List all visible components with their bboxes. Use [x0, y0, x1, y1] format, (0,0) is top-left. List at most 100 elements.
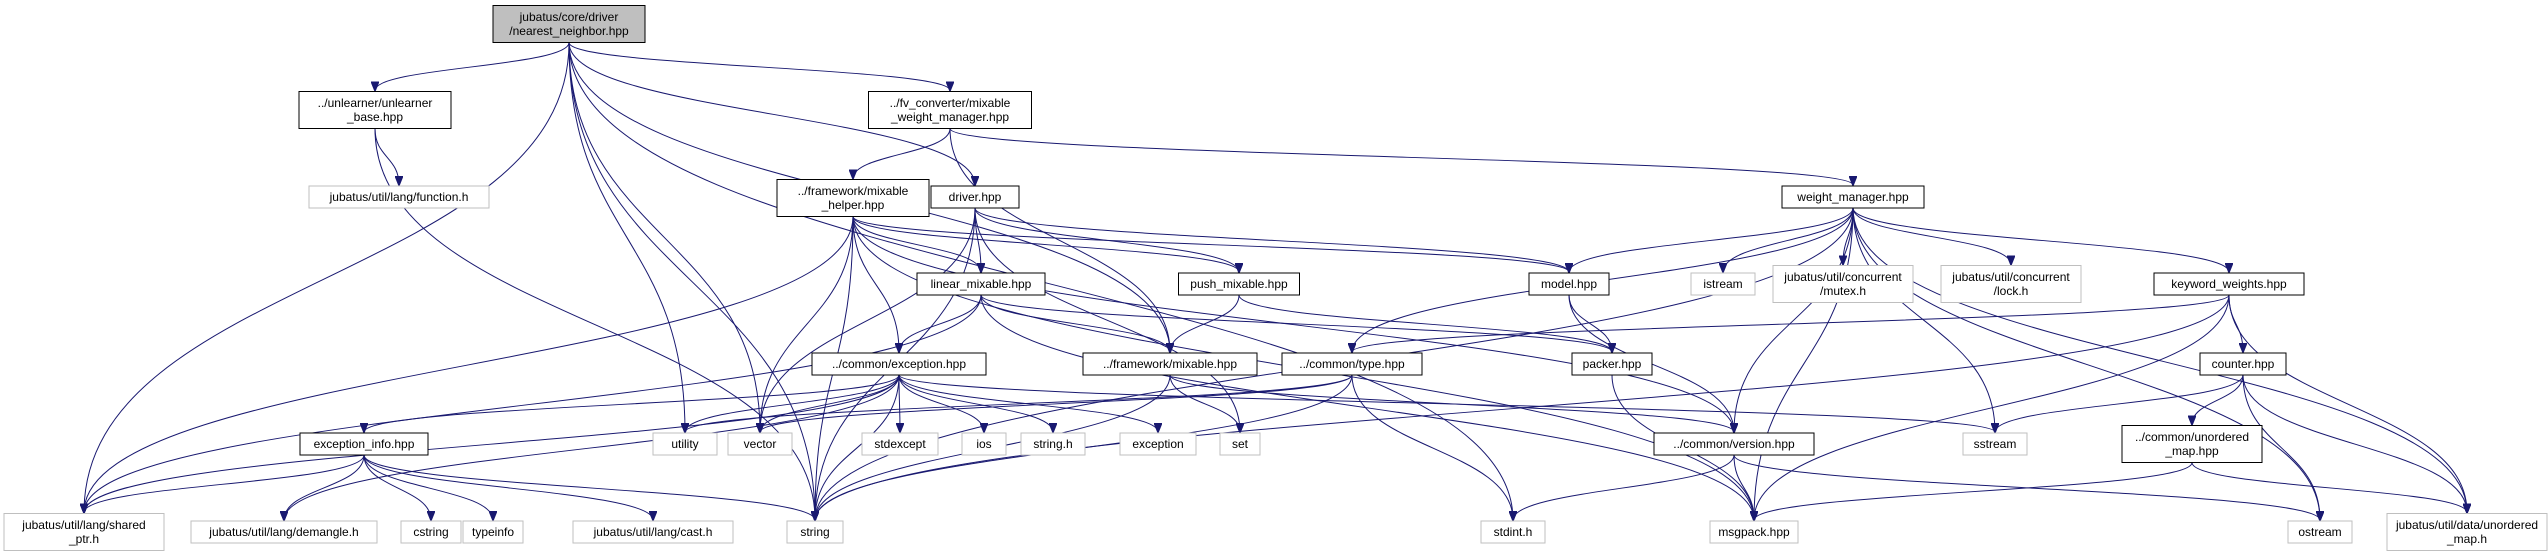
node-label: ../common/version.hpp: [1673, 437, 1795, 451]
edge-root-to-string: [568, 42, 815, 521]
node-mixable-weight-manager[interactable]: ../fv_converter/mixable_weight_manager.h…: [868, 91, 1032, 129]
node-box: [1219, 432, 1261, 456]
node-common-unordered-map[interactable]: ../common/unordered_map.hpp: [2121, 425, 2263, 463]
node-box: [3, 513, 165, 551]
node-box: [1781, 185, 1925, 209]
edge-common_unordered_map-to-data_unordered_map_h: [2191, 462, 2467, 513]
edge-framework_mixable-to-common_version: [1169, 374, 1734, 432]
node-label: _weight_manager.hpp: [890, 110, 1009, 124]
node-sstream: sstream: [1962, 432, 2028, 456]
node-push-mixable[interactable]: push_mixable.hpp: [1178, 272, 1300, 296]
edge-mixable_weight_manager-to-framework_mixable: [949, 128, 1170, 353]
edge-common_type-to-stdint_h: [1351, 374, 1513, 520]
node-label: /mutex.h: [1820, 284, 1866, 298]
edge-framework_mixable-to-set: [1169, 374, 1240, 432]
node-box: [190, 520, 378, 544]
node-label: jubatus/util/lang/cast.h: [593, 525, 713, 539]
edge-weight_manager-to-lock_h: [1852, 207, 2011, 265]
node-label: utility: [671, 437, 698, 451]
edge-keyword_weights-to-msgpack_hpp: [1754, 294, 2230, 520]
node-box: [652, 432, 718, 456]
edge-mixable_helper-to-model_hpp: [852, 216, 1569, 273]
node-label: string: [800, 525, 829, 539]
edge-push_mixable-to-framework_mixable: [1170, 294, 1240, 352]
node-label: push_mixable.hpp: [1190, 277, 1288, 291]
edge-common_exception-to-string: [815, 374, 900, 520]
node-common-exception[interactable]: ../common/exception.hpp: [811, 352, 987, 376]
node-string-h: string.h: [1020, 432, 1086, 456]
edge-driver_hpp-to-model_hpp: [974, 207, 1569, 272]
edge-root-to-driver_hpp: [568, 42, 975, 186]
edge-keyword_weights-to-counter_hpp: [2228, 294, 2243, 352]
node-box: [2199, 352, 2287, 376]
node-label: /nearest_neighbor.hpp: [509, 24, 629, 38]
node-layer: jubatus/core/driver/nearest_neighbor.hpp…: [3, 5, 2548, 551]
edge-root-to-mixable_weight_manager: [568, 42, 950, 91]
edge-exception_info-to-demangle_h: [284, 454, 365, 520]
edge-mixable_weight_manager-to-weight_manager: [949, 128, 1853, 186]
node-shared-ptr-h: jubatus/util/lang/shared_ptr.h: [3, 513, 165, 551]
node-data-unordered-map-h: jubatus/util/data/unordered_map.h: [2386, 513, 2548, 551]
node-label: _base.hpp: [346, 110, 403, 124]
node-box: [811, 352, 987, 376]
node-label: stdexcept: [874, 437, 926, 451]
node-vector: vector: [727, 432, 793, 456]
node-driver-hpp[interactable]: driver.hpp: [930, 185, 1020, 209]
node-lock-h: jubatus/util/concurrent/lock.h: [1940, 265, 2082, 303]
node-label: string.h: [1033, 437, 1072, 451]
node-weight-manager[interactable]: weight_manager.hpp: [1781, 185, 1925, 209]
node-string: string: [786, 520, 844, 544]
node-label: sstream: [1974, 437, 2017, 451]
node-label: ../fv_converter/mixable: [890, 96, 1011, 110]
node-label: driver.hpp: [949, 190, 1002, 204]
node-mixable-helper[interactable]: ../framework/mixable_helper.hpp: [776, 179, 930, 217]
node-label: jubatus/util/concurrent: [1783, 270, 1902, 284]
node-label: ../framework/mixable: [798, 184, 909, 198]
edge-exception_info-to-cast_h: [363, 454, 653, 520]
edge-weight_manager-to-common_version: [1734, 207, 1854, 432]
node-exception-info[interactable]: exception_info.hpp: [299, 432, 429, 456]
node-box: [2121, 425, 2263, 463]
node-linear-mixable[interactable]: linear_mixable.hpp: [916, 272, 1046, 296]
node-exception: exception: [1119, 432, 1197, 456]
node-box: [1119, 432, 1197, 456]
node-label: counter.hpp: [2212, 357, 2275, 371]
edge-mixable_helper-to-common_exception: [852, 216, 899, 353]
edge-mixable_helper-to-vector: [760, 216, 854, 433]
node-box: [961, 432, 1007, 456]
edge-common_version-to-stdint_h: [1513, 454, 1735, 520]
node-label: exception: [1132, 437, 1183, 451]
node-label: ostream: [2298, 525, 2341, 539]
edge-mixable_helper-to-push_mixable: [852, 216, 1239, 273]
node-packer-hpp[interactable]: packer.hpp: [1571, 352, 1653, 376]
node-label: packer.hpp: [1583, 357, 1642, 371]
edge-common_exception-to-shared_ptr_h: [84, 374, 900, 513]
node-box: [1940, 265, 2082, 303]
node-stdexcept: stdexcept: [861, 432, 939, 456]
node-box: [861, 432, 939, 456]
node-model-hpp[interactable]: model.hpp: [1528, 272, 1610, 296]
edge-linear_mixable-to-packer_hpp: [980, 294, 1612, 352]
node-common-version[interactable]: ../common/version.hpp: [1653, 432, 1815, 456]
node-box: [1709, 520, 1799, 544]
edge-layer: [84, 42, 2467, 521]
node-label: set: [1232, 437, 1249, 451]
edge-counter_hpp-to-common_unordered_map: [2192, 374, 2244, 425]
node-keyword-weights[interactable]: keyword_weights.hpp: [2153, 272, 2305, 296]
node-unlearner-base[interactable]: ../unlearner/unlearner_base.hpp: [298, 91, 452, 129]
node-label: ../unlearner/unlearner: [318, 96, 433, 110]
edge-mixable_helper-to-common_version: [852, 216, 1734, 433]
node-label: ../common/unordered: [2135, 430, 2249, 444]
node-label: /lock.h: [1994, 284, 2029, 298]
node-box: [298, 91, 452, 129]
node-box: [1178, 272, 1300, 296]
node-box: [2153, 272, 2305, 296]
node-label: weight_manager.hpp: [1796, 190, 1909, 204]
node-counter-hpp[interactable]: counter.hpp: [2199, 352, 2287, 376]
node-label: jubatus/util/lang/function.h: [329, 190, 469, 204]
node-label: istream: [1703, 277, 1742, 291]
node-common-type[interactable]: ../common/type.hpp: [1281, 352, 1423, 376]
node-framework-mixable[interactable]: ../framework/mixable.hpp: [1082, 352, 1258, 376]
node-root[interactable]: jubatus/core/driver/nearest_neighbor.hpp: [492, 5, 646, 43]
node-label: jubatus/util/concurrent: [1951, 270, 2070, 284]
